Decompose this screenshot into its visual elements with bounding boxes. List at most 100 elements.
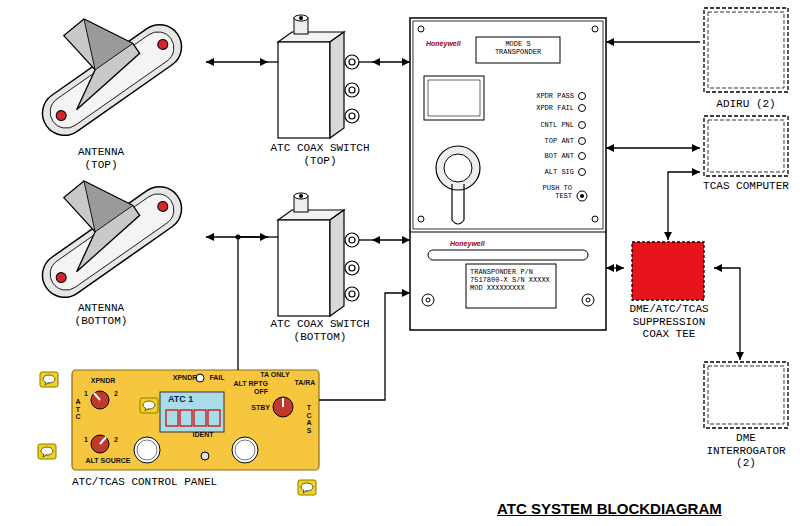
drawing-part	[577, 191, 587, 201]
node-box: DME INTERROGATOR (2)	[700, 360, 792, 472]
control-label: ALT SOURCE	[84, 457, 132, 465]
mode-label: STBY	[248, 404, 270, 412]
drawing-part	[134, 437, 160, 463]
drawing-part	[476, 37, 560, 63]
drawing-part	[452, 184, 464, 224]
indicator-label: FAIL	[206, 374, 228, 382]
drawing-part	[208, 410, 220, 426]
button-label: PUSH TO TEST	[538, 184, 572, 200]
drawing-part	[180, 410, 192, 426]
indicator-label: CNTL PNL	[522, 121, 574, 129]
drawing-part	[91, 435, 109, 453]
connector-line	[206, 61, 268, 62]
node-box: Honeywell MODE S TRANSPONDER XPDR PASS XPDR…	[410, 18, 606, 330]
drawing-part	[268, 236, 278, 237]
position-mark: 2	[112, 436, 120, 444]
connector-line	[238, 237, 268, 370]
drawing-part	[424, 76, 484, 120]
drawing-part	[426, 298, 430, 302]
part-label: DME/ATC/TCAS SUPPRESSION COAX TEE	[624, 303, 714, 341]
connector-line	[606, 267, 624, 268]
drawing-part	[418, 26, 598, 222]
drawing-part	[577, 93, 587, 202]
indicator-label: BOT ANT	[522, 152, 574, 160]
drawing-part	[100, 437, 106, 444]
indicator-label: XPDR PASS	[522, 92, 574, 100]
drawing-part	[582, 294, 594, 306]
drawing-part	[422, 294, 434, 306]
drawing-part	[72, 370, 319, 470]
connector-line	[668, 172, 700, 240]
drawing-part	[418, 26, 424, 32]
drawing-part	[194, 410, 206, 426]
part-label: ANTENNA (TOP)	[66, 146, 136, 171]
drawing-part	[160, 392, 224, 432]
drawing-part	[444, 154, 472, 182]
node-box: ANTENNA (BOTTOM)	[18, 178, 206, 332]
coax-switch-top	[278, 15, 359, 138]
drawing-part	[201, 452, 209, 460]
control-label: XPNDR	[86, 377, 120, 385]
mode-label: ALT RPTG OFF	[230, 380, 268, 395]
part-label: DME INTERROGATOR (2)	[700, 432, 792, 470]
drawing-part	[708, 12, 784, 88]
node-box: ATC COAX SWITCH (TOP)	[268, 14, 372, 172]
panel-side-label: TCAS	[306, 404, 312, 435]
button-label: IDENT	[189, 431, 217, 439]
nameplate-text: TRANSPONDER P/N 7517800-X S/N XXXXX MOD …	[470, 268, 552, 292]
connector-line	[319, 293, 410, 400]
unit-name: MODE S TRANSPONDER	[490, 40, 546, 56]
part-label: ATC COAX SWITCH (BOTTOM)	[268, 318, 372, 343]
drawing-part	[282, 398, 284, 407]
indicator-label: XPNDR	[170, 374, 200, 382]
display-text: ATC 1	[168, 395, 208, 405]
control-panel-drawing	[72, 370, 319, 470]
brand-logo: Honeywell	[426, 40, 472, 48]
drawing-part	[235, 440, 255, 460]
drawing-part	[580, 194, 584, 198]
indicator-label: ALT SIG	[522, 168, 574, 176]
drawing-part	[166, 410, 220, 426]
drawing-part	[232, 437, 258, 463]
drawing-part	[418, 216, 424, 222]
coax-switch-bottom	[278, 193, 359, 316]
drawing-part	[579, 122, 586, 129]
drawing-part	[140, 398, 158, 413]
antenna-bottom	[9, 142, 191, 306]
node-box: TCAS COMPUTER	[700, 114, 792, 198]
node-box: ATC/TCAS CONTROL PANELXPNDR12ATCXPNDRFAI…	[72, 370, 319, 470]
drawing-part	[410, 18, 606, 330]
part-label: ANTENNA (BOTTOM)	[66, 302, 136, 327]
drawing-part	[268, 61, 278, 62]
drawing-part	[708, 120, 784, 172]
drawing-part	[94, 393, 100, 400]
drawing-part	[579, 153, 586, 160]
connector-line	[372, 61, 410, 62]
connector-line	[714, 268, 740, 360]
drawing-part	[359, 61, 372, 62]
drawing-part	[586, 298, 590, 302]
drawing-part	[359, 239, 372, 240]
drawing-part	[704, 8, 788, 92]
drawing-part	[592, 216, 598, 222]
drawing-part	[579, 105, 586, 112]
drawing-part	[422, 294, 594, 306]
drawing-part	[273, 397, 293, 417]
drawing-part	[632, 242, 704, 300]
brand-logo: Honeywell	[450, 240, 496, 248]
node-box: ADIRU (2)	[700, 6, 792, 114]
drawing-part	[137, 440, 157, 460]
drawing-part	[298, 480, 316, 495]
drawing-part	[428, 250, 588, 260]
part-label: ATC/TCAS CONTROL PANEL	[72, 476, 247, 489]
part-label: ATC COAX SWITCH (TOP)	[268, 142, 372, 167]
indicator-label: XPDR FAIL	[522, 104, 574, 112]
position-mark: 1	[82, 436, 90, 444]
drawing-part	[704, 362, 788, 428]
connector-line	[606, 41, 700, 42]
part-label: TCAS COMPUTER	[700, 180, 792, 193]
drawing-part	[579, 138, 586, 145]
connector-line	[606, 147, 700, 148]
drawing-part	[466, 264, 556, 308]
